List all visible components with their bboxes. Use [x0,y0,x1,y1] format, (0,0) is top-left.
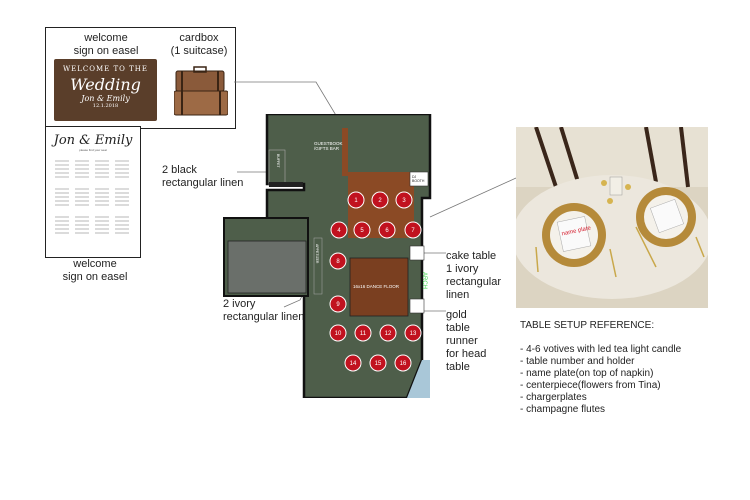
table-7-number: 7 [411,228,415,234]
sign-line-2: Wedding [70,75,141,94]
welcome-sign-label: welcome sign on easel [73,32,139,57]
table-setup-item: - champagne flutes [520,404,606,415]
seating-chart-label: welcome sign on easel [62,258,128,283]
table-12 [379,324,397,342]
table-10 [329,324,347,342]
dance-floor-label: 16x16 DANCE FLOOR [353,284,400,289]
floor-plan: 1 2 3 4 5 6 7 8 9 10 11 12 13 14 15 16 G… [223,114,432,398]
arch-label: ARCH [421,272,427,289]
table-setup-item: - table number and holder [520,356,635,367]
table-1 [347,191,365,209]
table-14 [344,354,362,372]
table-15 [369,354,387,372]
tables [329,191,422,372]
reference-box-top: welcome sign on easel cardbox (1 suitcas… [45,27,236,129]
black-linen-label: 2 black rectangular linen [162,164,244,189]
table-15-number: 15 [375,361,382,367]
head-table [409,298,425,314]
table-2-number: 2 [378,198,382,204]
sign-line-4: 12.1.2018 [92,103,119,109]
seating-chart-subtitle: please find your seat [79,148,107,152]
sign-line-3: Jon & Emily [81,94,130,103]
table-setup-item: - centerpiece(flowers from Tina) [520,380,661,391]
table-5-number: 5 [360,228,364,234]
table-setup-photo: name plate [516,127,708,308]
table-2 [371,191,389,209]
table-12-number: 12 [385,331,392,337]
table-16-number: 16 [400,361,407,367]
dance-floor [349,257,409,317]
cake-table [409,245,425,261]
table-13-number: 13 [410,331,417,337]
seating-chart-sign: Jon & Emily please find your seat [45,126,141,258]
table-4 [330,221,348,239]
table-setup-item: - 4-6 votives with led tea light candle [520,344,682,355]
table-7 [404,221,422,239]
table-1-number: 1 [354,198,358,204]
table-setup-reference: TABLE SETUP REFERENCE: - 4-6 votives wit… [520,320,681,416]
table-4-number: 4 [337,228,341,234]
guestbook-table [342,128,348,176]
sign-line-1: WELCOME TO THE [62,65,149,73]
table-9 [329,295,347,313]
seating-chart-list [55,160,129,234]
seating-chart-title: Jon & Emily [53,133,133,148]
table-10-number: 10 [335,331,342,337]
table-3 [395,191,413,209]
cake-table-label: cake table 1 ivory rectangular linen [446,250,502,301]
table-6 [378,221,396,239]
table-setup-heading: TABLE SETUP REFERENCE: [520,320,655,331]
appetizer-strip [313,237,323,295]
table-5 [353,221,371,239]
table-14-number: 14 [350,361,357,367]
black-linen-table [269,182,303,187]
welcome-sign-photo: WELCOME TO THE Wedding Jon & Emily 12.1.… [54,59,157,121]
gold-runner-label: gold table runner for head table [446,309,487,373]
appetizer-label: APPETIZER [315,244,319,264]
table-6-number: 6 [385,228,389,234]
table-8-number: 8 [336,259,340,265]
table-11 [354,324,372,342]
suitcase-photo [174,66,228,116]
buffet-label: BUFFET [276,154,280,168]
ivory-linen-label: 2 ivory rectangular linen [223,298,305,323]
gray-area [227,240,307,294]
table-8 [329,252,347,270]
table-setup-item: - name plate(on top of napkin) [520,368,654,379]
table-3-number: 3 [402,198,406,204]
guestbook-label-1: GUESTBOOK/GIFTS BAR [314,141,343,151]
corner-area [407,360,430,398]
table-16 [394,354,412,372]
table-13 [404,324,422,342]
table-9-number: 9 [336,302,340,308]
dj-booth [409,171,429,187]
table-setup-item: - chargerplates [520,392,587,403]
cardbox-label: cardbox (1 suitcase) [170,32,228,57]
table-11-number: 11 [360,331,367,337]
